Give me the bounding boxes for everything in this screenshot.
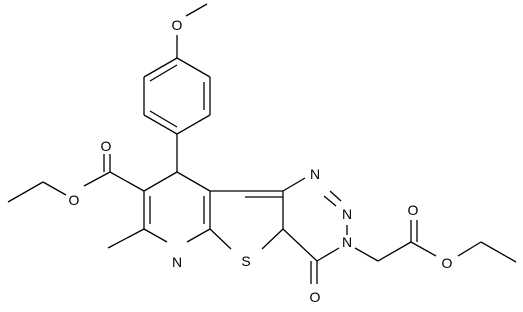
atom-label-pyridine-nitrogen: N: [172, 254, 182, 270]
bond: [457, 241, 482, 257]
bond: [176, 114, 211, 135]
atom-label-ester1-ether-oxygen: O: [69, 192, 80, 208]
atom-layer: O O O N S N N N O O O: [69, 17, 453, 305]
bond: [323, 195, 337, 207]
bond: [143, 114, 178, 135]
bond: [261, 228, 284, 250]
bond: [176, 171, 211, 192]
atom-label-ester2-ether-oxygen: O: [442, 255, 453, 271]
bond: [377, 241, 412, 262]
atom-label-ester1-carbonyl-oxygen: O: [101, 138, 112, 154]
bond: [329, 190, 342, 202]
bond: [282, 228, 318, 262]
bond: [107, 228, 145, 249]
bond-layer: [7, 3, 517, 284]
bond: [149, 64, 178, 82]
atom-label-lactam-oxygen: O: [310, 289, 321, 305]
bond: [143, 171, 178, 192]
bond: [176, 57, 211, 78]
bond: [354, 247, 379, 262]
bond: [480, 241, 517, 263]
bond: [149, 110, 178, 128]
bond: [410, 241, 437, 257]
atom-label-triazine-nitrogen-3: N: [342, 234, 352, 250]
bond: [185, 3, 208, 17]
bond: [316, 247, 340, 262]
bond: [209, 228, 232, 250]
atom-label-thiophene-sulfur: S: [241, 253, 250, 269]
bond: [143, 57, 178, 78]
atom-label-ester2-carbonyl-oxygen: O: [408, 202, 419, 218]
bond: [42, 181, 67, 196]
bond: [143, 228, 168, 243]
atom-label-triazine-nitrogen-1: N: [310, 166, 320, 182]
bond: [186, 228, 211, 243]
atom-label-triazine-nitrogen-2: N: [342, 206, 352, 222]
bond: [282, 177, 306, 192]
bond: [109, 171, 145, 192]
bond: [7, 181, 44, 203]
bond: [83, 171, 111, 187]
atom-label-methoxy-oxygen: O: [172, 17, 183, 33]
